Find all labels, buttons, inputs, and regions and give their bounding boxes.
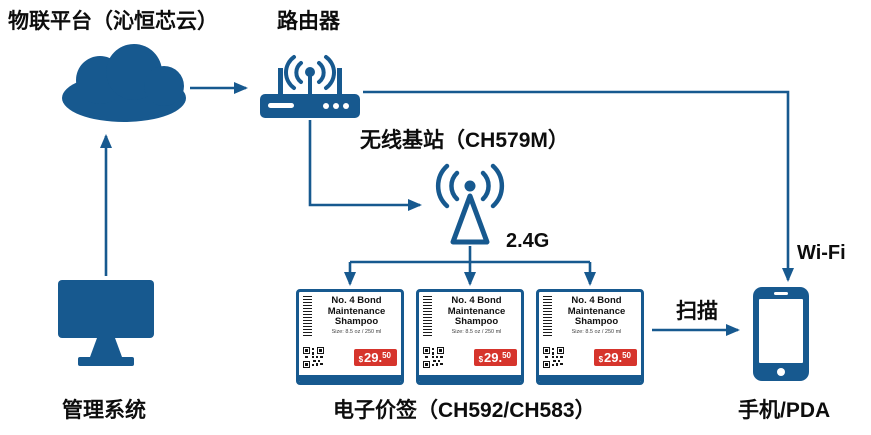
tag-bottom: $29.50 xyxy=(419,339,521,375)
price-integer: 29. xyxy=(484,349,503,365)
product-title-line: No. 4 Bond xyxy=(331,295,382,306)
monitor-icon xyxy=(58,280,154,366)
tag-bottom-strip xyxy=(539,375,641,382)
tag-text: No. 4 Bond Maintenance Shampoo Size: 8.5… xyxy=(435,295,518,339)
antenna-icon xyxy=(435,163,505,245)
product-title-line: Shampoo xyxy=(574,316,619,328)
tag-top: No. 4 Bond Maintenance Shampoo Size: 8.5… xyxy=(419,292,521,339)
barcode-icon xyxy=(543,296,552,338)
price-integer: 29. xyxy=(604,349,623,365)
barcode-icon xyxy=(303,296,312,338)
arrow-router-to-phone-wifi xyxy=(363,90,794,282)
label-rf-2-4g: 2.4G xyxy=(506,230,550,252)
tag-text: No. 4 Bond Maintenance Shampoo Size: 8.5… xyxy=(315,295,398,339)
label-esl-group: 电子价签（CH592/CH583） xyxy=(333,399,596,422)
price-decimal: 50 xyxy=(382,350,391,360)
label-router: 路由器 xyxy=(277,10,340,33)
tag-top: No. 4 Bond Maintenance Shampoo Size: 8.5… xyxy=(299,292,401,339)
esl-tag: No. 4 Bond Maintenance Shampoo Size: 8.5… xyxy=(536,289,644,385)
tag-bottom: $29.50 xyxy=(299,339,401,375)
product-title-line: No. 4 Bond xyxy=(571,295,622,306)
label-phone-pda: 手机/PDA xyxy=(738,399,831,422)
product-subtext: Size: 8.5 oz / 250 ml xyxy=(451,328,502,335)
price-badge: $29.50 xyxy=(353,348,397,366)
qr-code-icon xyxy=(423,346,444,368)
product-title-line: Maintenance xyxy=(447,305,506,317)
tag-bottom-strip xyxy=(299,375,401,382)
product-title-line: No. 4 Bond xyxy=(451,295,502,306)
phone-icon xyxy=(753,287,809,381)
qr-code-icon xyxy=(543,346,564,368)
price-badge: $29.50 xyxy=(593,348,637,366)
esl-tag: No. 4 Bond Maintenance Shampoo Size: 8.5… xyxy=(416,289,524,385)
product-subtext: Size: 8.5 oz / 250 ml xyxy=(571,328,622,335)
product-subtext: Size: 8.5 oz / 250 ml xyxy=(331,328,382,335)
tag-top: No. 4 Bond Maintenance Shampoo Size: 8.5… xyxy=(539,292,641,339)
price-currency: $ xyxy=(358,354,364,364)
price-decimal: 50 xyxy=(622,350,631,360)
label-scan: 扫描 xyxy=(676,300,718,323)
price-integer: 29. xyxy=(364,349,383,365)
price-currency: $ xyxy=(478,354,484,364)
label-wifi: Wi-Fi xyxy=(797,242,846,264)
product-title-line: Maintenance xyxy=(327,305,386,317)
price-decimal: 50 xyxy=(502,350,511,360)
product-title-line: Shampoo xyxy=(334,316,379,328)
qr-code-icon xyxy=(303,346,324,368)
tag-bottom: $29.50 xyxy=(539,339,641,375)
product-title-line: Maintenance xyxy=(567,305,626,317)
product-title-line: Shampoo xyxy=(454,316,499,328)
label-management-system: 管理系统 xyxy=(62,399,146,422)
barcode-icon xyxy=(423,296,432,338)
esl-tag: No. 4 Bond Maintenance Shampoo Size: 8.5… xyxy=(296,289,404,385)
price-currency: $ xyxy=(598,354,604,364)
price-badge: $29.50 xyxy=(473,348,517,366)
router-icon xyxy=(260,55,360,118)
tag-text: No. 4 Bond Maintenance Shampoo Size: 8.5… xyxy=(555,295,638,339)
tag-bottom-strip xyxy=(419,375,521,382)
label-iot-platform: 物联平台（沁恒芯云） xyxy=(8,10,218,33)
cloud-icon xyxy=(62,44,186,122)
label-base-station: 无线基站（CH579M） xyxy=(360,129,569,152)
